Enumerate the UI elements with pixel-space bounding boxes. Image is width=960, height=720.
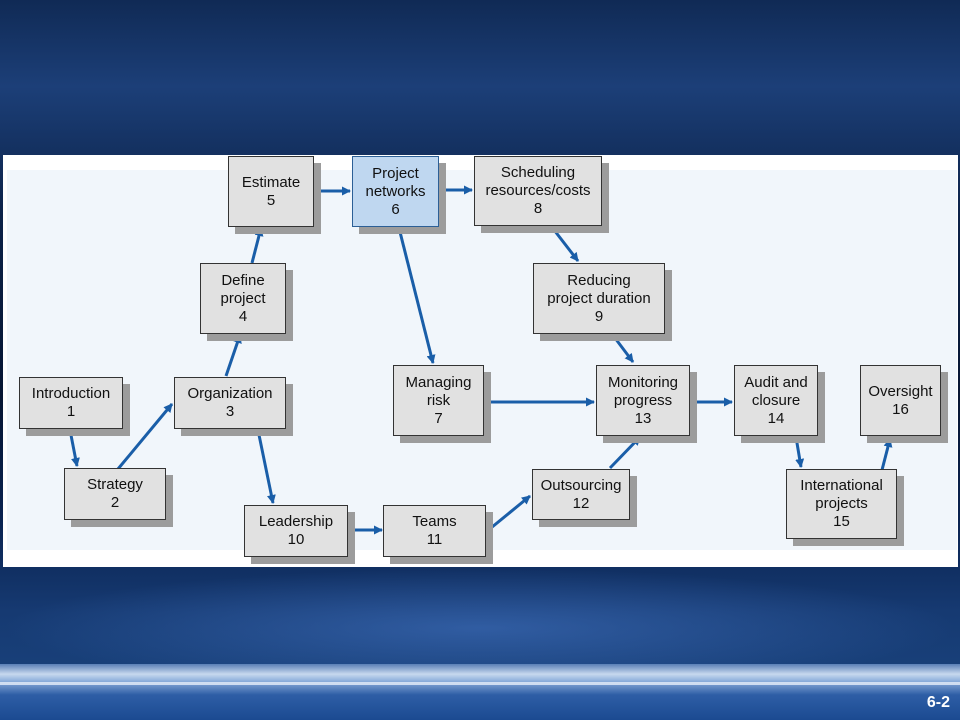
arrow-networks-to-risk: [397, 227, 436, 364]
node-audit-closure-label: Audit and closure 14: [744, 373, 808, 427]
arrow-international-to-oversight: [880, 438, 893, 471]
node-managing-risk: Managing risk 7: [393, 365, 484, 436]
arrow-strategy-to-organization: [116, 403, 174, 470]
arrow-organization-to-leadership: [256, 429, 276, 504]
node-scheduling-label: Scheduling resources/costs 8: [485, 164, 591, 217]
arrow-intro-to-strategy: [68, 429, 80, 467]
node-organization: Organization 3: [174, 377, 286, 429]
node-oversight: Oversight 16: [860, 365, 941, 436]
node-leadership: Leadership 10: [244, 505, 348, 557]
arrow-teams-to-outsourcing: [485, 494, 531, 534]
arrow-define-to-estimate: [250, 227, 264, 264]
node-organization-label: Organization 3: [187, 385, 273, 420]
node-reducing-duration: Reducing project duration 9: [533, 263, 665, 334]
footer-highlight-line: [0, 682, 960, 685]
arrow-audit-to-international: [794, 436, 805, 468]
node-strategy: Strategy 2: [64, 468, 166, 520]
node-monitoring-progress: Monitoring progress 13: [596, 365, 690, 436]
background-glow: [0, 568, 960, 668]
node-leadership-label: Leadership 10: [258, 513, 334, 548]
node-outsourcing: Outsourcing 12: [532, 469, 630, 520]
node-reducing-duration-label: Reducing project duration 9: [547, 271, 651, 325]
node-audit-closure: Audit and closure 14: [734, 365, 818, 436]
node-international-projects-label: International projects 15: [800, 477, 883, 530]
node-introduction-label: Introduction 1: [31, 385, 111, 420]
node-oversight-label: Oversight 16: [868, 382, 933, 418]
node-managing-risk-label: Managing risk 7: [405, 373, 472, 427]
node-monitoring-progress-label: Monitoring progress 13: [607, 373, 679, 427]
arrow-reducing-to-monitoring: [610, 333, 635, 363]
node-define-project-label: Define project 4: [220, 271, 266, 325]
slide-number: 6-2: [926, 694, 950, 711]
arrow-organization-to-define: [224, 334, 242, 377]
node-teams: Teams 11: [383, 505, 486, 557]
node-teams-label: Teams 11: [412, 513, 457, 548]
node-strategy-label: Strategy 2: [87, 476, 143, 511]
footer-bar: [0, 664, 960, 720]
node-project-networks: Project networks 6: [352, 156, 439, 227]
node-define-project: Define project 4: [200, 263, 286, 334]
node-project-networks-label: Project networks 6: [365, 164, 426, 218]
arrow-scheduling-to-reducing: [549, 225, 580, 262]
node-outsourcing-label: Outsourcing 12: [540, 476, 622, 512]
arrow-outsourcing-to-monitoring: [608, 435, 642, 470]
node-international-projects: International projects 15: [786, 469, 897, 539]
node-estimate: Estimate 5: [228, 156, 314, 227]
node-scheduling: Scheduling resources/costs 8: [474, 156, 602, 226]
node-introduction: Introduction 1: [19, 377, 123, 429]
node-estimate-label: Estimate 5: [241, 173, 301, 209]
